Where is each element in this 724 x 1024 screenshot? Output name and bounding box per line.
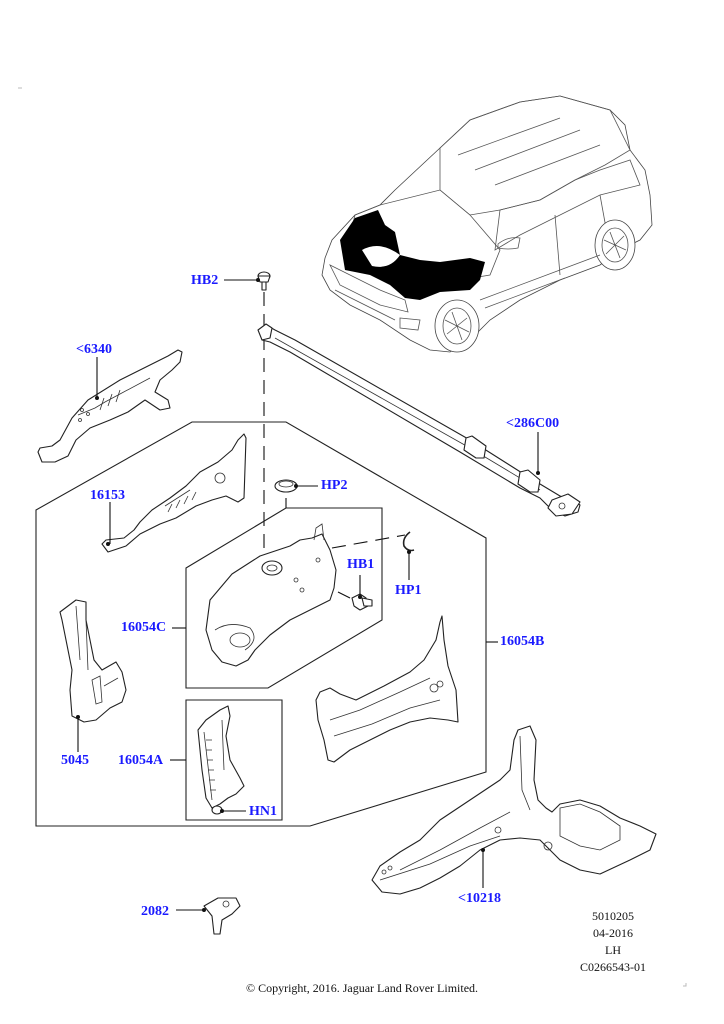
callout-5045[interactable]: 5045 [61,753,89,768]
callout-16054A[interactable]: 16054A [118,753,164,768]
reference-code: 5010205 [592,909,634,923]
callout-10218[interactable]: <10218 [458,891,501,906]
callout-HP2[interactable]: HP2 [321,478,348,493]
reference-illustration-id: C0266543-01 [580,960,646,974]
part-HB2-bolt [257,271,271,291]
assembly-line-hb1 [331,534,406,549]
callout-6340[interactable]: <6340 [76,342,112,357]
callout-HN1[interactable]: HN1 [249,804,277,819]
callout-2082[interactable]: 2082 [141,904,169,919]
leader-lines [77,278,540,912]
part-16153-panel [101,433,247,553]
callout-16153[interactable]: 16153 [90,488,125,503]
part-5045-pillar [59,599,127,723]
part-16054B-apron [315,615,459,763]
callout-HB1[interactable]: HB1 [347,557,375,572]
copyright-notice: © Copyright, 2016. Jaguar Land Rover Lim… [245,981,479,995]
part-16054C-wheelhouse [205,523,337,667]
part-2082-bracket [203,897,241,935]
reference-block: 5010205 04-2016 LH C0266543-01 [558,908,668,976]
part-16054A-bracket [197,705,245,809]
part-6340-rail [37,349,183,463]
reference-side: LH [605,943,621,957]
callout-HP1[interactable]: HP1 [395,583,422,598]
part-10218-side-assembly [371,725,657,895]
assembly-16054A-frame [185,699,283,821]
assembly-group-frame [35,421,487,827]
part-HP2-plug [274,479,298,493]
reference-date: 04-2016 [593,926,633,940]
part-HB1-bolt [337,591,373,611]
callout-286C00[interactable]: <286C00 [506,416,560,431]
callout-16054B[interactable]: 16054B [500,634,545,649]
part-HP1-clip [402,531,415,552]
callout-16054C[interactable]: 16054C [121,620,167,635]
part-286C00-brace [257,323,581,517]
corner-mark-bottom-right [683,983,687,987]
vehicle-overview-illustration [321,95,653,353]
callout-HB2[interactable]: HB2 [191,273,219,288]
